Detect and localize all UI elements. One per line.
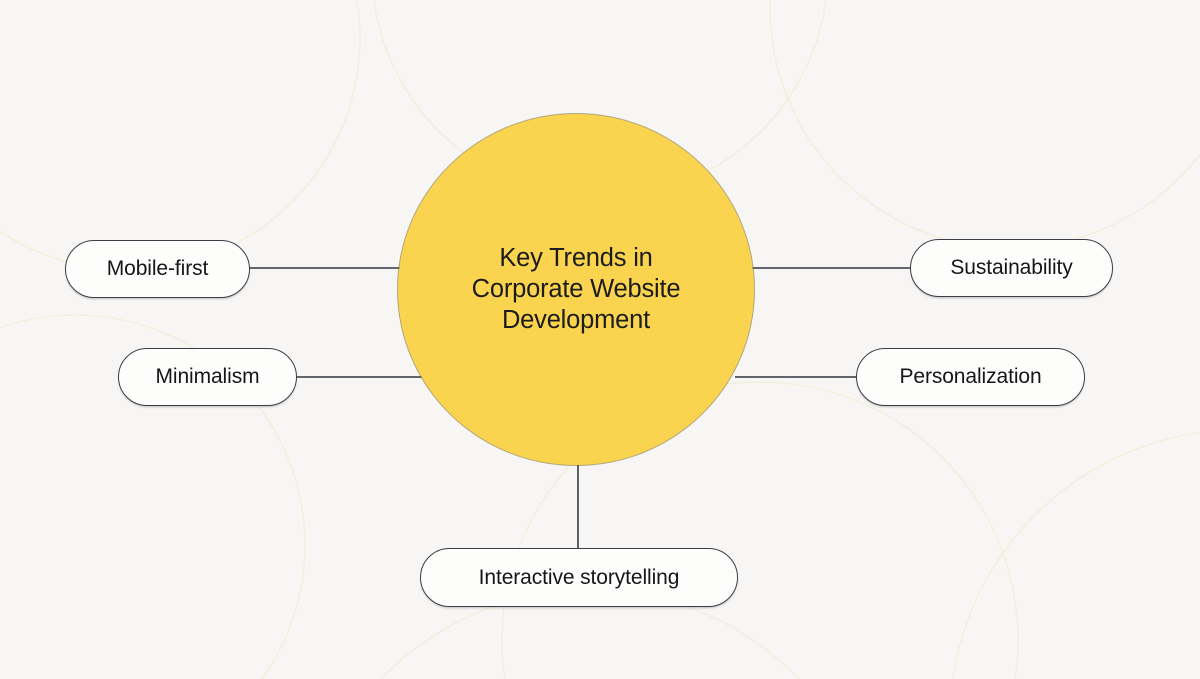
- branch-node-minimalism[interactable]: Minimalism: [118, 348, 297, 406]
- branch-label-personalization: Personalization: [899, 365, 1042, 388]
- central-node[interactable]: Key Trends in Corporate Website Developm…: [398, 114, 754, 465]
- central-node-label: Key Trends in Corporate Website Developm…: [471, 243, 681, 335]
- decor-circle-top-left: [0, 0, 361, 271]
- branch-node-interactive-storytelling[interactable]: Interactive storytelling: [420, 548, 738, 607]
- branch-node-sustainability[interactable]: Sustainability: [910, 239, 1113, 297]
- branch-label-mobile-first: Mobile-first: [106, 257, 209, 280]
- branch-label-sustainability: Sustainability: [950, 256, 1073, 279]
- branch-label-interactive-storytelling: Interactive storytelling: [478, 565, 680, 589]
- decor-circle-top-right: [769, 0, 1200, 249]
- branch-label-minimalism: Minimalism: [155, 365, 260, 388]
- branch-node-personalization[interactable]: Personalization: [856, 348, 1085, 406]
- branch-node-mobile-first[interactable]: Mobile-first: [65, 240, 250, 298]
- decor-circle-far-right: [952, 432, 1200, 679]
